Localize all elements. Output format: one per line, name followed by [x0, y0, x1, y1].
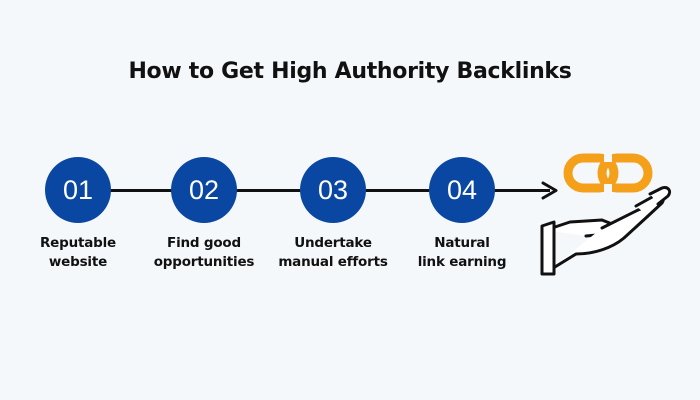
- step-label-line: Find good: [167, 235, 241, 251]
- step-number-badge: 01: [45, 157, 111, 223]
- step-label: Undertake manual efforts: [263, 234, 403, 272]
- open-hand-icon: [540, 186, 672, 276]
- step-label-line: opportunities: [153, 254, 255, 270]
- step-label-line: link earning: [417, 254, 507, 270]
- step-number-badge: 03: [300, 157, 366, 223]
- diagram-title: How to Get High Authority Backlinks: [128, 59, 572, 84]
- step-label-line: Undertake: [294, 235, 372, 251]
- step-label-line: manual efforts: [278, 254, 388, 270]
- step-label: Natural link earning: [392, 234, 532, 272]
- step-label: Reputable website: [8, 234, 148, 272]
- process-step-2: 02 Find good opportunities: [134, 157, 274, 272]
- hand-holding-link-illustration: [540, 153, 672, 276]
- step-label-line: website: [48, 254, 108, 270]
- process-step-3: 03 Undertake manual efforts: [263, 157, 403, 272]
- step-number-badge: 04: [429, 157, 495, 223]
- arrow-right-icon: [541, 181, 558, 200]
- process-step-4: 04 Natural link earning: [392, 157, 532, 272]
- step-label: Find good opportunities: [134, 234, 274, 272]
- process-step-1: 01 Reputable website: [8, 157, 148, 272]
- step-number-badge: 02: [171, 157, 237, 223]
- step-label-line: Reputable: [39, 235, 117, 251]
- chain-link-icon: [563, 153, 653, 193]
- step-label-line: Natural: [434, 235, 490, 251]
